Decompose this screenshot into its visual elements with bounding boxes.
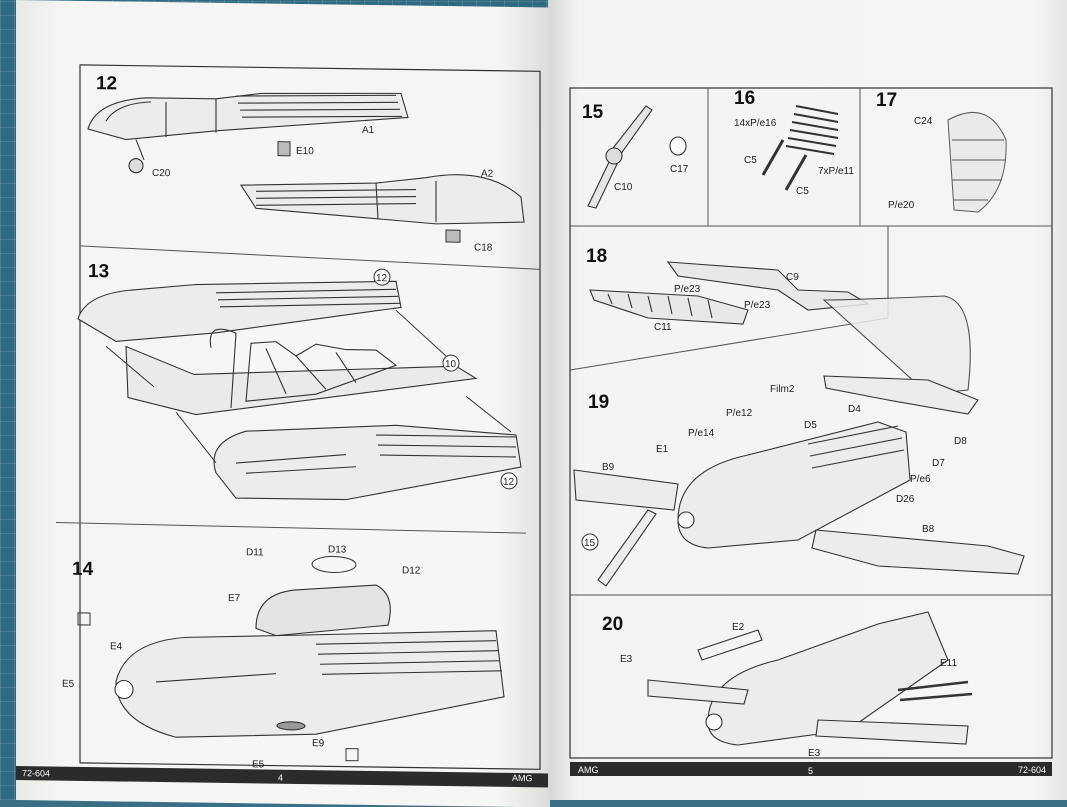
page-frame — [79, 64, 541, 770]
footer-bar — [570, 762, 1052, 776]
page-frame — [569, 87, 1053, 759]
part-label: A2 — [481, 168, 494, 179]
step-ref-badge — [373, 268, 391, 286]
page-number: 5 — [808, 766, 813, 776]
part-label: D11 — [246, 547, 264, 558]
step-17-panel: 17 C24 P/e20 — [876, 90, 1007, 213]
part-label: P/e23 — [674, 284, 701, 295]
part-label: 7xP/e11 — [818, 166, 854, 177]
step-number: 14 — [72, 559, 94, 580]
page-number: 4 — [278, 773, 283, 783]
rudder-drawing — [947, 112, 1007, 213]
fuselage-final-drawing — [114, 630, 505, 738]
part-label: C5 — [796, 186, 809, 197]
step-number: 16 — [734, 88, 755, 109]
part-label: E11 — [940, 658, 957, 669]
step-15-panel: 15 C17 C10 — [582, 102, 689, 209]
brand-name: AMG — [512, 773, 533, 783]
part-label: D12 — [402, 565, 421, 576]
part-e10-icon — [277, 141, 291, 157]
part-label: 14xP/e16 — [734, 118, 777, 129]
part-label: D26 — [896, 494, 915, 505]
part-label: C10 — [614, 182, 633, 193]
step-20-panel: 20 E2 E3 E11 E3 — [602, 611, 973, 759]
part-label: D4 — [848, 404, 861, 415]
part-label: E1 — [656, 444, 669, 455]
step-ref-badge — [581, 533, 599, 551]
fuselage-wing-assembly-drawing — [573, 295, 1025, 587]
paint-ref-icon — [77, 612, 91, 626]
part-label: P/e6 — [910, 474, 931, 485]
part-label: E2 — [732, 622, 745, 633]
step-19-panel: 19 Film2 P/e12 P/e14 E1 B9 D4 D5 D8 D7 P… — [573, 295, 1025, 587]
fuselage-assembly-drawing — [77, 280, 522, 501]
step-ref: 12 — [376, 273, 388, 284]
part-label: E5 — [252, 759, 265, 770]
step-13-panel: 13 12 10 12 — [77, 261, 522, 501]
step-number: 15 — [582, 102, 604, 123]
part-label: C11 — [654, 322, 672, 333]
part-d13-ring — [311, 555, 357, 573]
part-label: E7 — [228, 593, 241, 604]
exhaust-stacks-drawing — [761, 105, 839, 191]
part-label: E9 — [312, 738, 325, 749]
step-number: 20 — [602, 614, 623, 635]
step-14-panel: 14 D11 D13 D12 E7 E4 E5 E9 E5 — [62, 544, 505, 770]
instruction-page-right: 15 C17 C10 16 14xP/e16 C5 7xP/e11 C5 17 … — [548, 0, 1067, 800]
part-label: P/e12 — [726, 408, 753, 419]
fuselage-half-a2-drawing — [240, 174, 525, 225]
step-number: 18 — [586, 246, 607, 267]
part-label: D5 — [804, 420, 817, 431]
part-label: C5 — [744, 155, 757, 166]
part-label: E3 — [808, 748, 821, 759]
step-ref: 12 — [503, 477, 515, 488]
part-label: P/e23 — [744, 300, 771, 311]
fuselage-half-a1-drawing — [87, 92, 409, 174]
part-label: E5 — [62, 679, 75, 690]
step-16-panel: 16 14xP/e16 C5 7xP/e11 C5 — [734, 88, 854, 197]
part-c18-icon — [445, 229, 461, 243]
paint-ref-icon — [345, 748, 359, 762]
step-ref: 10 — [445, 359, 457, 370]
step-18-panel: 18 C9 P/e23 P/e23 C11 — [586, 246, 870, 333]
step-number: 17 — [876, 90, 897, 111]
part-label: Film2 — [770, 384, 795, 395]
step-ref-badge — [442, 354, 460, 372]
step-12-panel: 12 C20 A1 E10 A2 C18 — [87, 73, 525, 254]
part-label: E10 — [296, 146, 314, 157]
step-divider — [55, 522, 527, 534]
part-label: E4 — [110, 641, 123, 652]
product-code: 72-604 — [22, 768, 50, 778]
part-label: P/e14 — [688, 428, 715, 439]
part-label: B9 — [602, 462, 615, 473]
part-label: C24 — [914, 116, 933, 127]
part-label: E3 — [620, 654, 633, 665]
part-label: C18 — [474, 242, 493, 253]
step-number: 12 — [96, 73, 117, 94]
part-label: D13 — [328, 544, 347, 555]
exhaust-install-drawing — [647, 611, 973, 746]
part-label: B8 — [922, 524, 935, 535]
cockpit-part-e7-drawing — [255, 584, 391, 637]
step-ref-badge — [500, 472, 518, 490]
part-label: D8 — [954, 436, 967, 447]
propeller-drawing — [587, 105, 687, 209]
step-divider — [79, 245, 541, 270]
instruction-page-left: 12 C20 A1 E10 A2 C18 13 — [16, 0, 550, 807]
part-label: C20 — [152, 168, 171, 179]
assembly-arrows — [105, 309, 512, 464]
part-label: P/e20 — [888, 200, 915, 211]
part-label: A1 — [362, 125, 375, 136]
part-label: C17 — [670, 164, 689, 175]
product-code: 72-604 — [1018, 765, 1046, 775]
step-ref: 15 — [584, 538, 596, 549]
step-number: 13 — [88, 261, 109, 282]
brand-name: AMG — [578, 765, 599, 775]
stabilizer-drawing — [589, 261, 870, 325]
footer-bar — [16, 766, 550, 788]
part-label: D7 — [932, 458, 945, 469]
step-number: 19 — [588, 392, 609, 413]
part-label: C9 — [786, 272, 799, 283]
